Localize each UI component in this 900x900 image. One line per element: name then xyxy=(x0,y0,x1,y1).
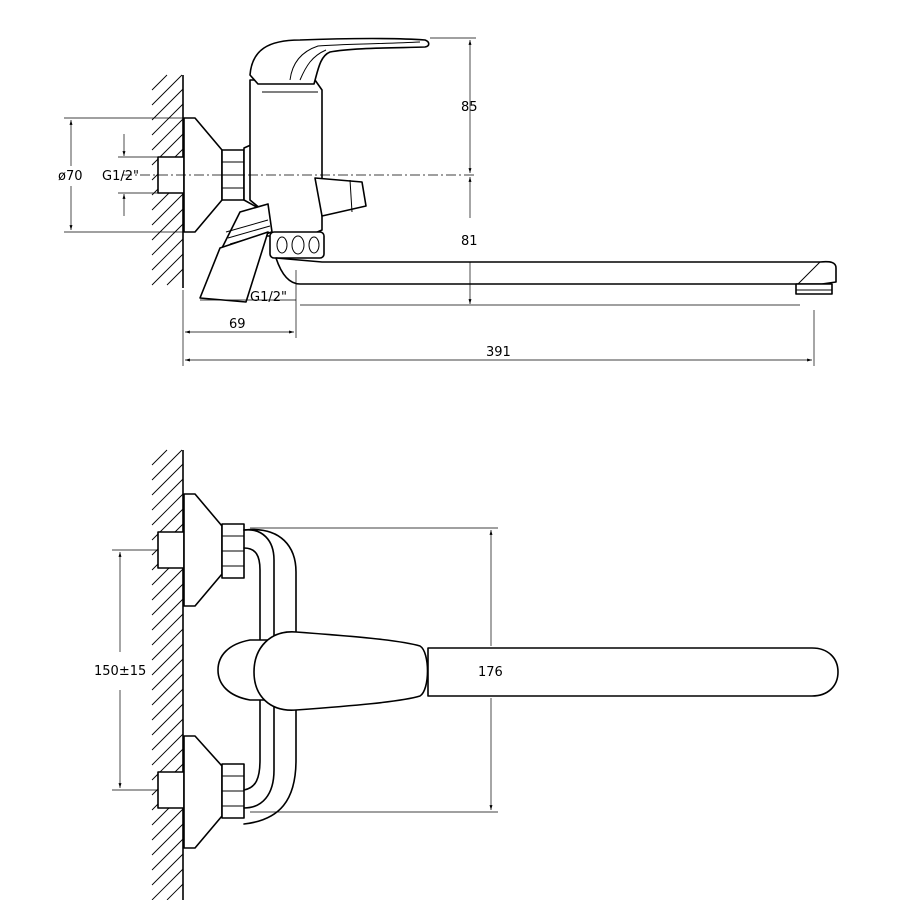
diverter-ring-side xyxy=(269,231,325,259)
inlet-pipe-upper xyxy=(157,531,185,569)
dim-diameter-70: ø70 xyxy=(58,117,184,233)
label-diameter: ø70 xyxy=(58,169,83,184)
dim-thread-inlet: G1/2" xyxy=(102,134,158,216)
label-thread-outlet: G1/2" xyxy=(250,290,287,305)
hex-nut-lower xyxy=(221,763,245,819)
wall-flange-lower xyxy=(183,735,223,849)
top-view: 150±15 176 xyxy=(94,449,839,900)
dim-thread-outlet: G1/2" xyxy=(200,270,297,338)
wall-hatch-top xyxy=(151,449,184,900)
label-offset-69: 69 xyxy=(229,317,246,332)
wall-flange-upper xyxy=(183,493,223,607)
label-width-176: 176 xyxy=(478,665,503,680)
dim-height-85: 85 xyxy=(430,37,478,173)
hex-nut-upper xyxy=(221,523,245,579)
label-height-81: 81 xyxy=(461,234,478,249)
dim-height-81: 81 xyxy=(300,177,800,306)
handle-lever-top xyxy=(253,631,429,711)
wall-hatch-side xyxy=(151,74,184,288)
label-length-391: 391 xyxy=(486,345,511,360)
spout-top xyxy=(427,647,839,697)
inlet-pipe-lower xyxy=(157,771,185,809)
dim-offset-69: 69 xyxy=(182,290,294,366)
handle-lever-side xyxy=(249,37,430,85)
dim-length-391: 391 xyxy=(185,310,815,366)
dim-width-176: 176 xyxy=(250,527,503,813)
label-thread-inlet: G1/2" xyxy=(102,169,139,184)
spout-side xyxy=(275,257,837,295)
label-height-85: 85 xyxy=(461,100,478,115)
dim-center-150: 150±15 xyxy=(94,549,158,791)
hose-outlet-side xyxy=(199,203,273,303)
label-center-150: 150±15 xyxy=(94,664,146,679)
side-view: ø70 G1/2" 85 81 G1/2" xyxy=(58,37,837,366)
diverter-knob-side xyxy=(314,177,367,217)
